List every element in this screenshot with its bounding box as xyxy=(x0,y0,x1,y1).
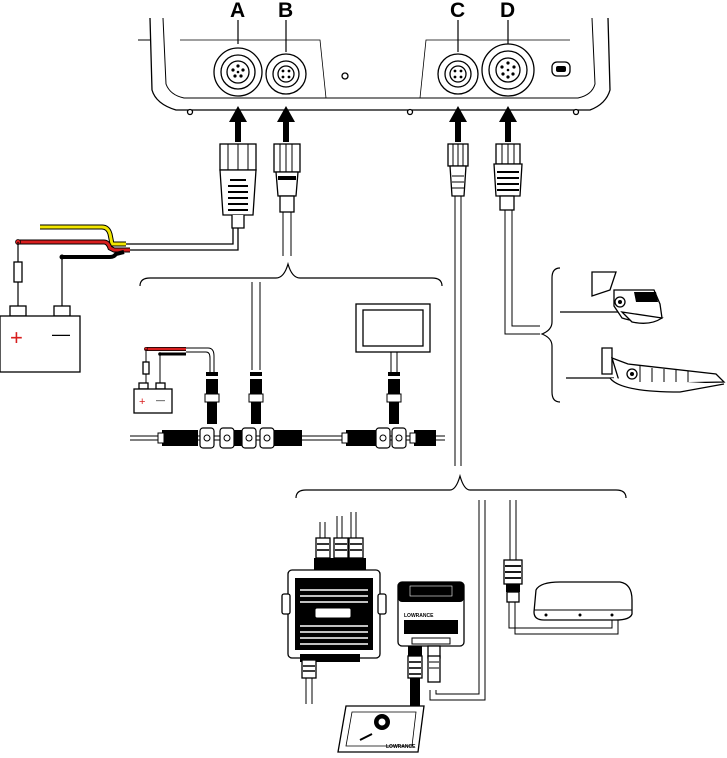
drop-connector-body xyxy=(389,402,399,424)
port-c-cable xyxy=(448,144,468,466)
backbone-connector-end xyxy=(158,433,164,443)
power-cable-connector xyxy=(220,144,256,228)
battery-negative-label: — xyxy=(52,324,70,344)
sonar-module xyxy=(282,512,386,704)
tee-hole xyxy=(264,435,270,441)
module-brand: LOWRANCE xyxy=(404,613,434,619)
port-d-cable xyxy=(494,144,540,334)
drop-connector-body xyxy=(251,402,261,424)
drop-connector-ring xyxy=(387,376,401,379)
arrow-a xyxy=(229,106,247,142)
arrow-b xyxy=(277,106,295,142)
radar-dome xyxy=(534,582,632,620)
port-label-a: A xyxy=(230,0,245,22)
thruhull-transducer xyxy=(566,348,724,392)
drop-connector-nut xyxy=(249,394,263,402)
tee-hole xyxy=(224,435,230,441)
backbone-connector xyxy=(162,430,198,446)
radar-connector xyxy=(504,560,522,602)
drop-connector xyxy=(206,372,218,394)
backbone-connector xyxy=(272,430,302,446)
nmea-connectors xyxy=(158,372,436,448)
port-label-d: D xyxy=(500,0,515,22)
port-b-cable xyxy=(274,144,300,256)
arrow-d xyxy=(499,106,517,142)
transom-transducer xyxy=(560,272,662,323)
backbone-connector-end xyxy=(410,433,416,443)
tee-hole xyxy=(396,435,402,441)
tee-hole xyxy=(246,435,252,441)
lowrance-module: LOWRANCE xyxy=(398,582,464,708)
drop-connector-nut xyxy=(205,394,219,402)
network-display xyxy=(356,304,430,352)
battery-positive-label: + xyxy=(10,325,23,350)
backbone-connector xyxy=(414,430,436,446)
backbone-power: + — xyxy=(134,347,186,413)
drop-connector xyxy=(250,372,262,394)
drop-connector-ring xyxy=(249,376,263,379)
drop-connector-body xyxy=(207,402,217,424)
transducer-brace xyxy=(542,268,560,402)
drop-connector xyxy=(388,372,400,394)
drop-connector-ring xyxy=(205,376,219,379)
small-battery-negative: — xyxy=(156,395,165,405)
port-label-c: C xyxy=(450,0,465,22)
transducer-brand: LOWRANCE xyxy=(386,744,416,750)
network-brace xyxy=(140,264,442,286)
port-label-b: B xyxy=(278,0,293,22)
tee-hole xyxy=(380,435,386,441)
backbone-connector xyxy=(346,430,378,446)
bottom-transducer: LOWRANCE xyxy=(338,706,424,752)
small-battery-positive: + xyxy=(139,396,145,408)
power-wires xyxy=(14,227,238,308)
arrow-c xyxy=(449,106,467,142)
drop-connector-nut xyxy=(387,394,401,402)
battery: + — xyxy=(0,306,80,372)
backbone-connector-end xyxy=(342,433,348,443)
display-unit xyxy=(138,18,610,115)
ethernet-brace xyxy=(296,476,626,498)
tee-hole xyxy=(204,435,210,441)
